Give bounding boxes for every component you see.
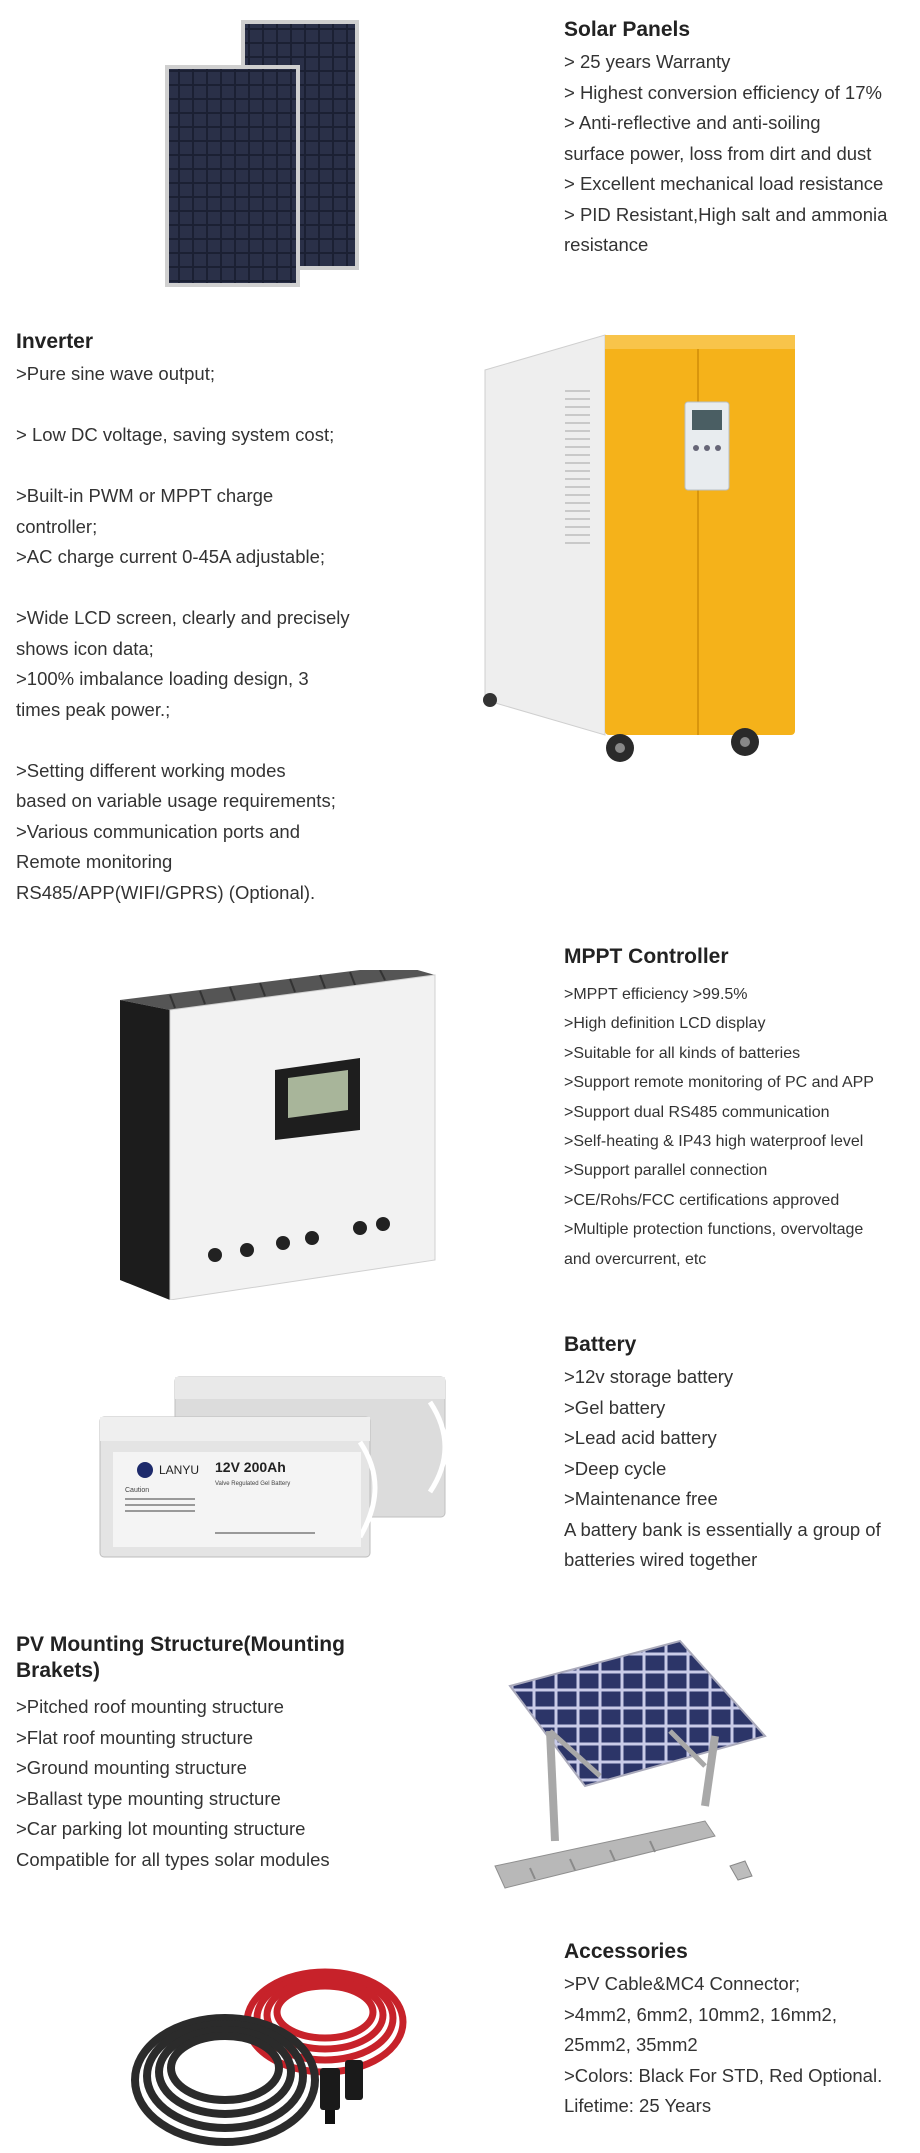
battery-image: LANYU 12V 200Ah Valve Regulated Gel Batt… <box>95 1372 455 1562</box>
mppt-line: >Support dual RS485 communication <box>564 1103 830 1121</box>
inverter-spacer <box>16 573 416 604</box>
inverter-line: shows icon data; <box>16 637 154 659</box>
inverter-spacer <box>16 390 416 421</box>
solar-panels-section: Solar Panels > 25 years Warranty > Highe… <box>0 0 920 287</box>
solar-panels-title: Solar Panels <box>564 18 691 41</box>
mounting-title: PV Mounting Structure(Mounting Brakets) <box>16 1633 345 1682</box>
battery-line: >12v storage battery <box>564 1366 734 1387</box>
mppt-line: >High definition LCD display <box>564 1015 766 1033</box>
inverter-line: >Wide LCD screen, clearly and precisely <box>16 607 350 628</box>
inverter-line: RS485/APP(WIFI/GPRS) (Optional). <box>16 881 316 903</box>
inverter-line: >Pure sine wave output; <box>16 363 216 384</box>
solar-panels-line: > Anti-reflective and anti-soiling <box>564 112 821 133</box>
accessories-line: 25mm2, 35mm2 <box>564 2034 698 2055</box>
solar-panels-line: > Highest conversion efficiency of 17% <box>564 81 882 103</box>
solar-panels-line: surface power, loss from dirt and dust <box>564 142 872 164</box>
mounting-section: PV Mounting Structure(Mounting Brakets) … <box>0 1628 920 1918</box>
battery-line: A battery bank is essentially a group of <box>564 1518 881 1540</box>
mppt-section: MPPT Controller >MPPT efficiency >99.5% … <box>0 940 920 1320</box>
mppt-line: >Support remote monitoring of PC and APP <box>564 1074 874 1092</box>
solar-panels-line: > 25 years Warranty <box>564 51 731 72</box>
accessories-line: >Colors: Black For STD, Red Optional. <box>564 2064 883 2086</box>
battery-line: >Gel battery <box>564 1396 666 1418</box>
mppt-line: >Self-heating & IP43 high waterproof lev… <box>564 1133 864 1151</box>
solar-panels-line: resistance <box>564 234 649 255</box>
accessories-line: >PV Cable&MC4 Connector; <box>564 1973 800 1994</box>
inverter-line: >Built-in PWM or MPPT charge <box>16 485 274 506</box>
inverter-line: > Low DC voltage, saving system cost; <box>16 424 335 445</box>
inverter-line: based on variable usage requirements; <box>16 790 336 811</box>
battery-spec-label: 12V 200Ah <box>215 1459 286 1475</box>
battery-line: batteries wired together <box>564 1549 758 1570</box>
battery-line: >Maintenance free <box>564 1488 718 1509</box>
mppt-title: MPPT Controller <box>564 945 729 968</box>
mppt-line: >Multiple protection functions, overvolt… <box>564 1221 864 1239</box>
inverter-line: >Various communication ports and <box>16 820 300 842</box>
battery-brand-label: LANYU <box>159 1463 199 1477</box>
battery-line: >Deep cycle <box>564 1457 667 1479</box>
solar-panels-line: > PID Resistant,High salt and ammonia <box>564 203 888 225</box>
inverter-line: controller; <box>16 515 98 537</box>
mounting-line: >Pitched roof mounting structure <box>16 1696 284 1717</box>
accessories-title: Accessories <box>564 1940 688 1963</box>
mounting-line: >Flat roof mounting structure <box>16 1726 254 1748</box>
battery-title: Battery <box>564 1333 637 1356</box>
mounting-line: Compatible for all types solar modules <box>16 1848 330 1870</box>
mppt-line: and overcurrent, etc <box>564 1250 707 1268</box>
mounting-line: >Ground mounting structure <box>16 1757 247 1778</box>
inverter-line: >AC charge current 0-45A adjustable; <box>16 546 326 567</box>
mounting-line: >Ballast type mounting structure <box>16 1787 281 1809</box>
inverter-line: >100% imbalance loading design, 3 <box>16 668 309 689</box>
inverter-section: Inverter >Pure sine wave output; > Low D… <box>0 325 920 915</box>
solar-panels-line: > Excellent mechanical load resistance <box>564 173 884 194</box>
mppt-line: >MPPT efficiency >99.5% <box>564 986 748 1003</box>
accessories-section: Accessories >PV Cable&MC4 Connector; >4m… <box>0 1935 920 2153</box>
inverter-title: Inverter <box>16 330 94 353</box>
battery-sub-label: Valve Regulated Gel Battery <box>215 1481 290 1487</box>
mppt-line: >CE/Rohs/FCC certifications approved <box>564 1191 840 1209</box>
inverter-line: times peak power.; <box>16 698 171 720</box>
accessories-line: >4mm2, 6mm2, 10mm2, 16mm2, <box>564 2003 837 2025</box>
mounting-line: >Car parking lot mounting structure <box>16 1818 306 1839</box>
inverter-line: >Setting different working modes <box>16 759 286 781</box>
battery-caution-label: Caution <box>125 1487 149 1494</box>
accessories-line: Lifetime: 25 Years <box>564 2095 712 2116</box>
battery-line: >Lead acid battery <box>564 1427 717 1448</box>
battery-section: LANYU 12V 200Ah Valve Regulated Gel Batt… <box>0 1330 920 1630</box>
mppt-controller-image <box>50 970 450 1300</box>
inverter-line: Remote monitoring <box>16 851 173 872</box>
solar-panels-image <box>165 15 370 287</box>
inverter-spacer <box>16 451 416 482</box>
mounting-structure-image <box>490 1636 780 1906</box>
mppt-line: >Support parallel connection <box>564 1162 768 1180</box>
mppt-line: >Suitable for all kinds of batteries <box>564 1044 801 1062</box>
cables-image <box>125 1960 415 2153</box>
inverter-image <box>480 330 805 780</box>
inverter-spacer <box>16 725 416 756</box>
